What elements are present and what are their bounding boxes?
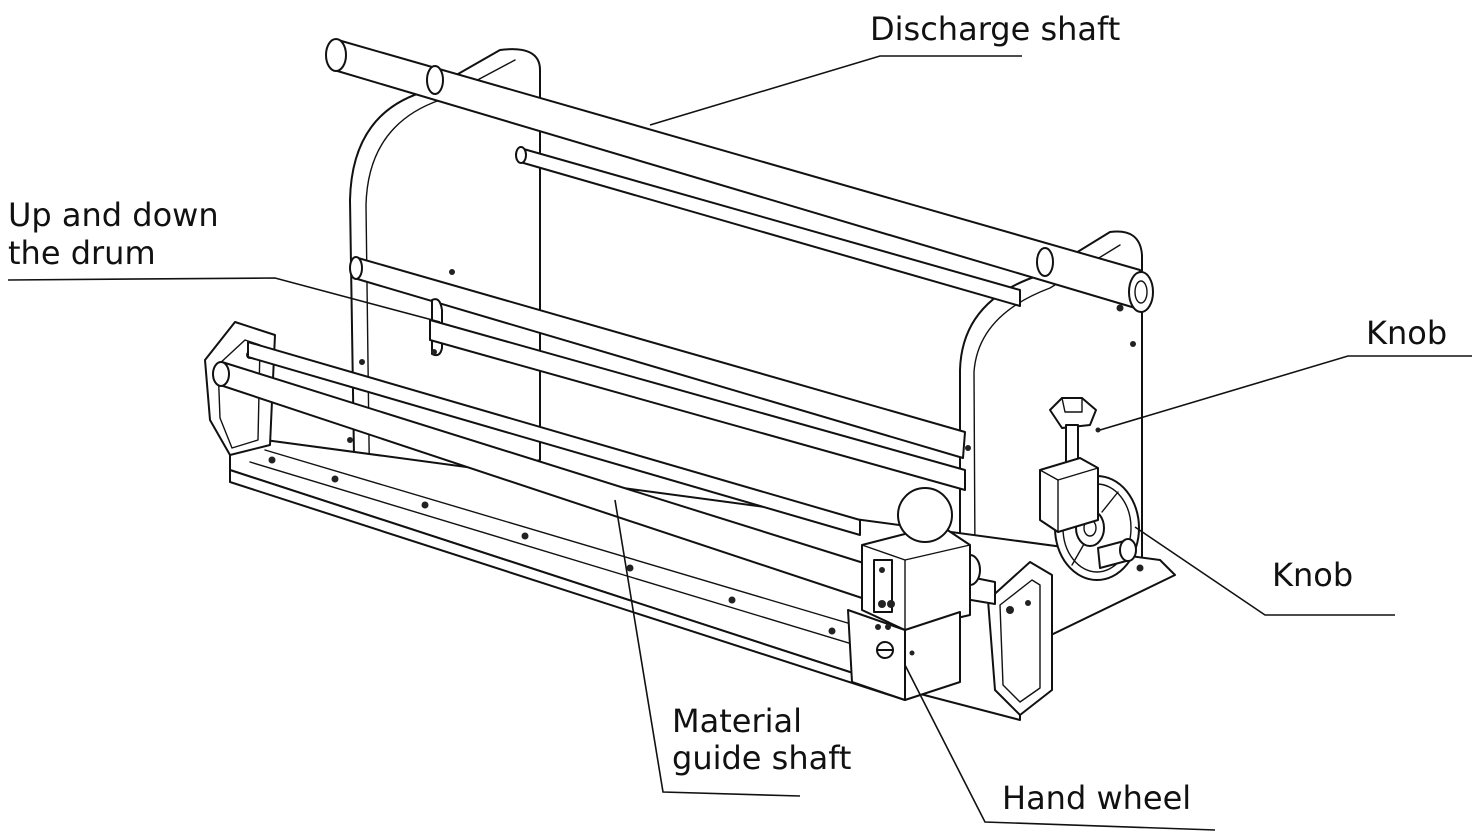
- leader-knob-bottom: [1134, 526, 1395, 616]
- leader-up-down-drum: [7, 277, 441, 323]
- label-material-guide-line2: guide shaft: [672, 739, 852, 777]
- label-hand-wheel: Hand wheel: [1002, 779, 1192, 817]
- label-up-down-drum-line1: Up and down: [8, 196, 219, 234]
- discharge-shaft: [325, 38, 1154, 313]
- leader-discharge-shaft: [649, 55, 1022, 126]
- leader-hand-wheel: [904, 664, 1216, 831]
- label-material-guide-line1: Material: [672, 702, 802, 740]
- label-up-down-drum-line2: the drum: [8, 234, 156, 272]
- label-knob-bottom: Knob: [1272, 556, 1354, 594]
- right-end-assembly: [847, 487, 1053, 716]
- label-knob-top: Knob: [1366, 314, 1448, 352]
- up-down-drum: [349, 256, 966, 459]
- leader-knob-top: [1099, 355, 1472, 431]
- leader-material-guide-shaft: [614, 499, 801, 797]
- label-discharge-shaft: Discharge shaft: [870, 10, 1121, 48]
- knob-assembly: [1039, 397, 1101, 533]
